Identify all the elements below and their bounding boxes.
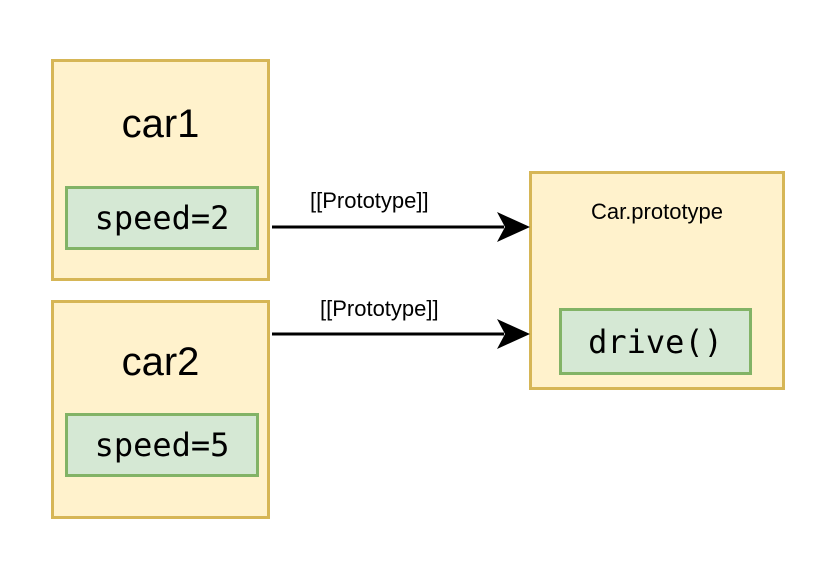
car1-prototype-arrow — [272, 212, 530, 242]
car-prototype-title: Car.prototype — [590, 199, 724, 224]
car2-object-box: car2 speed=5 — [51, 300, 270, 519]
car-prototype-box: Car.prototype drive() — [529, 171, 785, 390]
prototype-link-label: [[Prototype]] — [310, 188, 429, 213]
arrowhead-icon — [497, 319, 530, 349]
car1-speed-property: speed=2 — [65, 186, 259, 250]
car2-prototype-arrow — [272, 319, 530, 349]
car1-object-box: car1 speed=2 — [51, 59, 270, 281]
prototype-link-label: [[Prototype]] — [320, 296, 439, 321]
drive-method: drive() — [559, 308, 752, 375]
car1-title: car1 — [121, 102, 200, 146]
arrowhead-icon — [497, 212, 530, 242]
car2-title: car2 — [121, 340, 200, 384]
car2-speed-property: speed=5 — [65, 413, 259, 477]
